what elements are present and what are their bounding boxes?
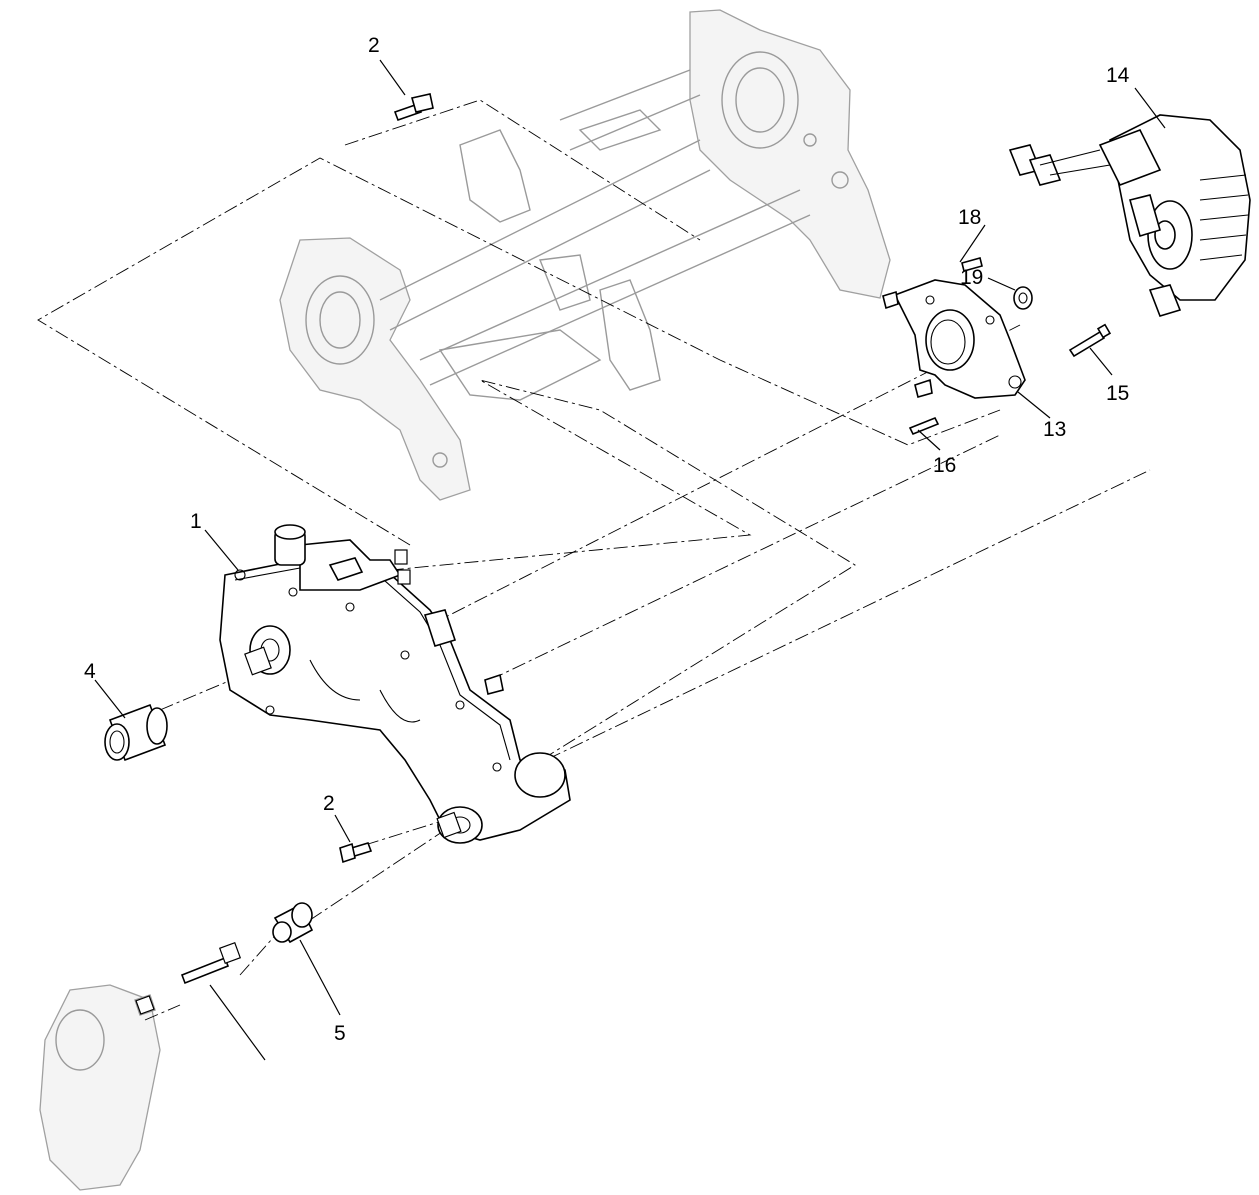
part-18-washer xyxy=(1013,286,1033,310)
callout-15: 15 xyxy=(1106,382,1129,405)
part-1-gearbox xyxy=(219,524,571,844)
callout-5: 5 xyxy=(334,1022,346,1045)
part-2-bolt-upper xyxy=(393,93,434,122)
callout-13: 13 xyxy=(1043,418,1066,441)
callout-2-lower: 2 xyxy=(323,792,335,815)
part-2-bolt-lower xyxy=(339,842,373,864)
callout-18: 19 xyxy=(960,266,983,289)
callout-2-upper: 2 xyxy=(368,34,380,57)
callout-labels: 2 14 18 19 15 13 16 1 4 2 5 xyxy=(84,34,1130,1045)
gearbox-input-spline xyxy=(244,549,462,839)
part-5-bushing xyxy=(272,902,314,944)
part-16-screw xyxy=(908,416,940,436)
part-13-mount-plate xyxy=(882,279,1026,399)
part-19-shaft xyxy=(135,941,242,1015)
part-14-motor xyxy=(1008,114,1251,317)
ghost-frame xyxy=(279,9,891,501)
part-4-coupler xyxy=(104,703,168,762)
callout-14: 14 xyxy=(1106,64,1130,87)
callout-1: 1 xyxy=(190,510,202,533)
leader-lines xyxy=(94,59,1166,1061)
callout-16: 16 xyxy=(933,454,956,477)
ghost-motor-housing xyxy=(39,984,161,1191)
callout-4: 4 xyxy=(84,660,96,683)
assembly-lines xyxy=(37,99,1151,1021)
part-17-key xyxy=(961,257,983,272)
callout-17: 18 xyxy=(958,206,981,229)
part-15-bolt xyxy=(1068,323,1112,358)
